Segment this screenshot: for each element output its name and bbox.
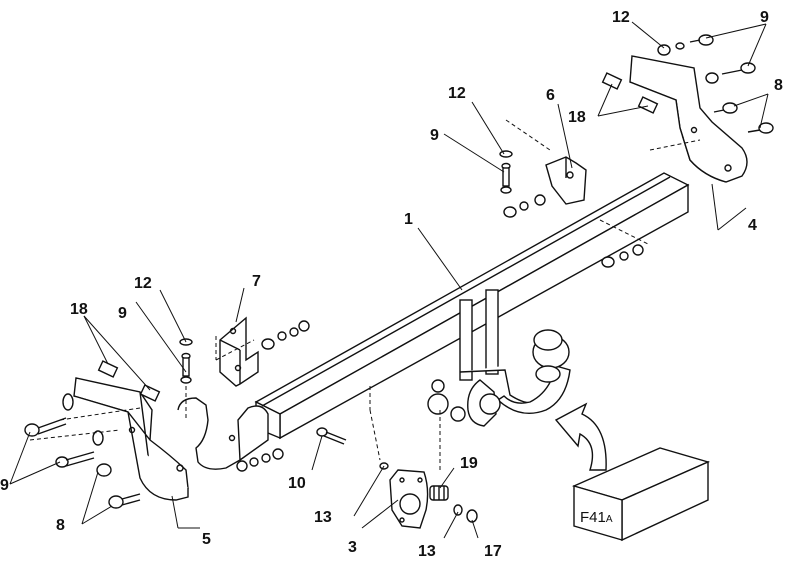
label-part-8-left: 8	[56, 517, 65, 534]
label-part-13-bottom: 13	[418, 543, 436, 560]
socket-plate	[389, 469, 429, 529]
label-part-12-top-right: 12	[612, 9, 630, 26]
label-part-9-left-bolts: 9	[0, 477, 9, 494]
label-part-7: 7	[252, 273, 261, 290]
tow-ball-neck	[427, 289, 571, 427]
label-part-9-top-right: 9	[760, 9, 769, 26]
label-part-10: 10	[288, 475, 306, 492]
direction-arrow	[554, 402, 607, 471]
left-small-bracket	[219, 316, 259, 387]
label-part-1: 1	[404, 211, 413, 228]
part-labels: 1 3 4 5 6 7 8 8 9 9 9 9 10 12 12 12 13 1…	[0, 9, 783, 560]
alignment-lines	[29, 119, 701, 470]
label-part-12-center: 12	[448, 85, 466, 102]
label-part-3: 3	[348, 539, 357, 556]
badge-sub-text: A	[606, 514, 613, 525]
right-small-bracket	[545, 156, 587, 205]
label-part-18-right: 18	[568, 109, 586, 126]
label-part-12-left: 12	[134, 275, 152, 292]
label-part-9-left-stud: 9	[118, 305, 127, 322]
badge-main-text: F41	[580, 509, 606, 526]
left-side-bracket	[73, 377, 269, 501]
svg-text:F41A: F41A	[580, 509, 613, 526]
leader-lines	[9, 21, 769, 539]
fasteners	[24, 34, 774, 509]
label-part-17: 17	[484, 543, 502, 560]
model-badge: F41A	[571, 447, 711, 542]
cable-ties	[97, 72, 659, 402]
label-part-9-right-stud: 9	[430, 127, 439, 144]
label-part-18-left: 18	[70, 301, 88, 318]
right-side-bracket	[629, 55, 748, 183]
label-part-13-lower: 13	[314, 509, 332, 526]
label-part-8-right: 8	[774, 77, 783, 94]
label-part-5: 5	[202, 531, 211, 548]
label-part-19: 19	[460, 455, 478, 472]
label-part-4: 4	[748, 217, 757, 234]
label-part-6: 6	[546, 87, 555, 104]
